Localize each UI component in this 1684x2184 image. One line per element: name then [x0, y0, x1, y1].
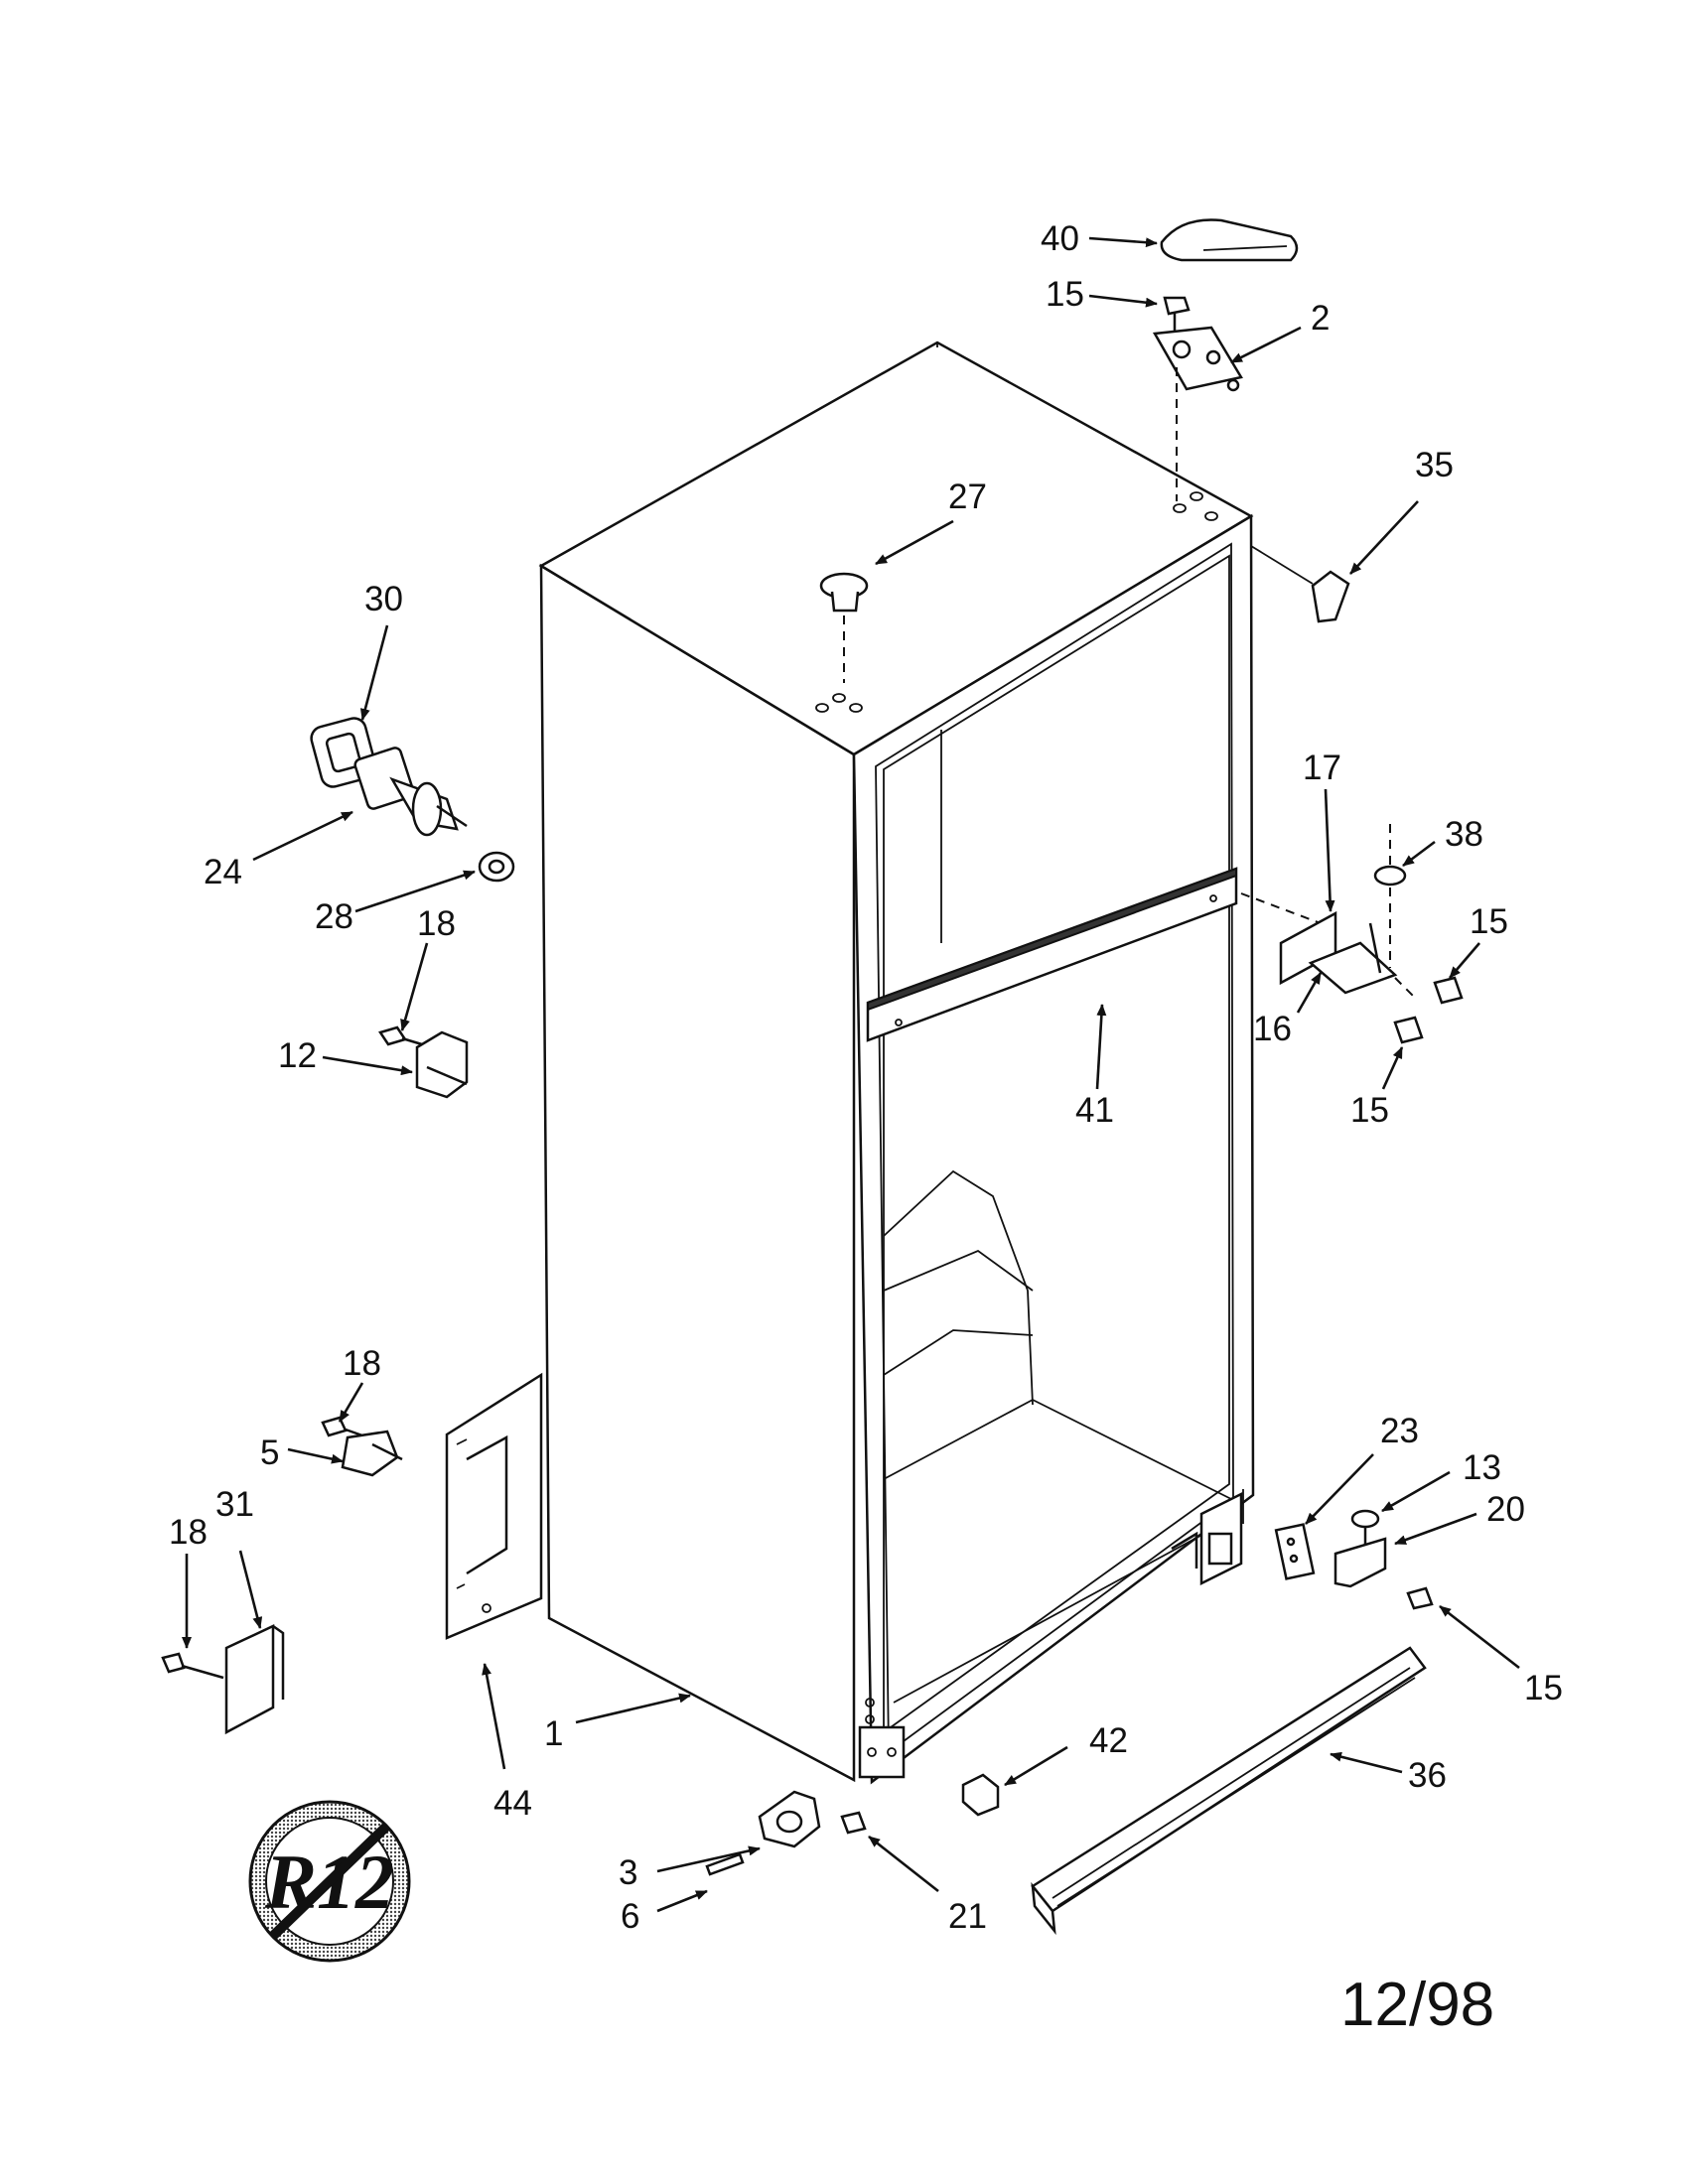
- hinge-cover: [1160, 218, 1299, 262]
- roller-assembly: [705, 1790, 867, 1876]
- callout-1: 1: [544, 1714, 563, 1753]
- rear-bracket: [445, 1372, 543, 1640]
- callout-18-middle: 18: [343, 1344, 381, 1383]
- callout-13: 13: [1463, 1448, 1501, 1487]
- callout-30: 30: [364, 580, 403, 618]
- hinge-bracket-upper-left: [378, 1025, 469, 1099]
- callout-18-upper: 18: [417, 904, 456, 943]
- callout-35: 35: [1415, 446, 1454, 484]
- hinge-screw-top: [1163, 296, 1191, 334]
- callout-5: 5: [260, 1433, 279, 1472]
- callout-24: 24: [204, 853, 242, 891]
- leader-lines: [182, 236, 1520, 1913]
- hinge-screws-center: [1393, 976, 1464, 1044]
- date-code: 12/98: [1340, 1971, 1494, 2039]
- callout-15-hinge-b: 15: [1350, 1091, 1389, 1130]
- callout-17: 17: [1303, 749, 1341, 787]
- callout-36: 36: [1408, 1756, 1447, 1795]
- plug-button: [819, 572, 869, 683]
- callout-42: 42: [1089, 1721, 1128, 1760]
- callout-15-top: 15: [1046, 275, 1084, 314]
- divider-bar: [866, 867, 1238, 1042]
- callout-labels: 40 15 2 35 27 30 24 28 18 12 17 38 15 16…: [169, 219, 1563, 1936]
- bottom-hinge-hardware: [1274, 1509, 1434, 1610]
- grille-clip: [961, 1773, 1000, 1817]
- callout-16: 16: [1253, 1010, 1292, 1048]
- callout-27: 27: [948, 478, 987, 516]
- side-cover: [161, 1624, 285, 1735]
- callout-12: 12: [278, 1036, 317, 1075]
- cabinet: [538, 341, 1255, 1785]
- bottom-hinge-bracket: [1171, 1489, 1244, 1586]
- callout-31: 31: [215, 1485, 254, 1524]
- no-r12-refrigerant-icon: R12: [248, 1800, 411, 1963]
- callout-40: 40: [1041, 219, 1079, 258]
- center-hinge: [1240, 824, 1416, 999]
- lock-shaft: [353, 747, 468, 837]
- callout-3: 3: [619, 1853, 637, 1892]
- callout-44: 44: [493, 1784, 532, 1823]
- screw-and-clip-lower-left: [321, 1416, 403, 1477]
- hinge-pin-cover: [1250, 545, 1350, 623]
- callout-6: 6: [621, 1897, 639, 1936]
- top-hinge: [1152, 326, 1243, 501]
- callout-18-lower: 18: [169, 1513, 208, 1552]
- callout-23: 23: [1380, 1412, 1419, 1450]
- callout-15-hinge-a: 15: [1470, 902, 1508, 941]
- callout-15-bottom: 15: [1524, 1669, 1563, 1707]
- toe-grille: [1031, 1646, 1427, 1936]
- callout-28: 28: [315, 897, 353, 936]
- callout-38: 38: [1445, 815, 1483, 854]
- callout-21: 21: [948, 1897, 987, 1936]
- callout-41: 41: [1075, 1091, 1114, 1130]
- washer: [478, 851, 515, 883]
- callout-2: 2: [1311, 299, 1330, 338]
- callout-20: 20: [1486, 1490, 1525, 1529]
